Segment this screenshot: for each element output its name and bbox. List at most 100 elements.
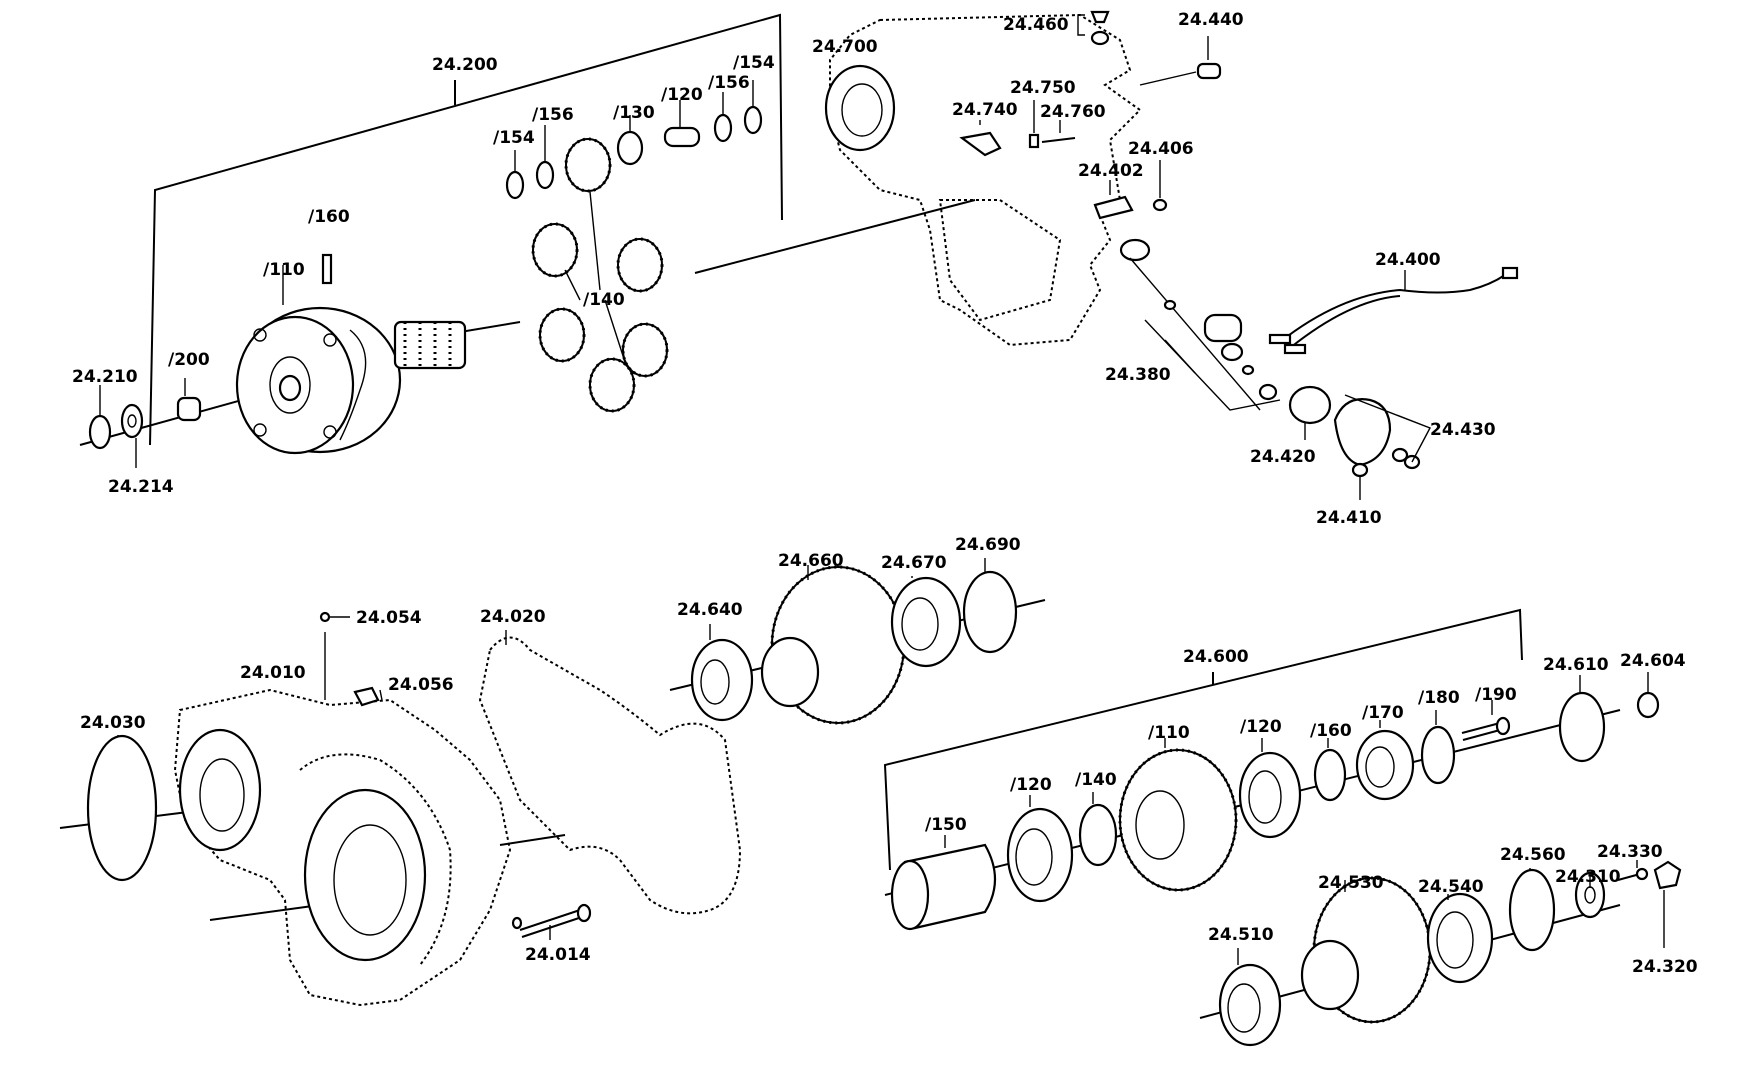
label-24380: 24.380 xyxy=(1105,365,1171,385)
leader-140b xyxy=(604,299,626,363)
label-110: /110 xyxy=(263,260,305,280)
label-140b: /140 xyxy=(1075,770,1117,790)
group-24600: 24.600 /150 /120 /140 /110 /120 /160 xyxy=(883,608,1686,931)
washer-154a xyxy=(505,170,525,200)
label-24510: 24.510 xyxy=(1208,925,1274,945)
label-180: /180 xyxy=(1418,688,1460,708)
washer-24380 xyxy=(1241,364,1255,376)
bearing-120b xyxy=(1238,751,1302,839)
bearing-170-inner xyxy=(1365,746,1395,788)
bearing-24510 xyxy=(1218,963,1282,1047)
label-24054: 24.054 xyxy=(356,608,422,628)
gear-110-teeth xyxy=(1118,748,1238,892)
bolt-190-b xyxy=(1462,729,1501,741)
oring-24420 xyxy=(1288,385,1332,425)
washer-24210 xyxy=(88,414,112,450)
housing-24010-front-bore-inner xyxy=(199,758,245,832)
bolt-190 xyxy=(1461,722,1501,734)
bearing-24540-inner xyxy=(1436,911,1474,969)
housing-24010-flange xyxy=(299,753,452,966)
cable-24400 xyxy=(1279,274,1506,343)
label-140: /140 xyxy=(583,290,625,310)
group-24010: 24.030 24.010 24.054 24.056 24.014 24.02… xyxy=(59,607,742,1007)
housing-24700-port xyxy=(1119,238,1151,262)
pin-160 xyxy=(321,253,333,285)
group-24700: 24.700 24.460 24.440 24.740 24.750 24.76… xyxy=(812,10,1519,528)
label-24540: 24.540 xyxy=(1418,877,1484,897)
plate-24320 xyxy=(1653,860,1682,890)
plug-24604 xyxy=(1636,691,1660,719)
label-154b: /154 xyxy=(733,53,775,73)
label-110b: /110 xyxy=(1148,723,1190,743)
axis-housing-c xyxy=(499,834,566,846)
axis-carrier-3 xyxy=(694,199,976,274)
ring-24560 xyxy=(1508,868,1556,952)
label-160: /160 xyxy=(308,207,350,227)
clip-24740 xyxy=(959,131,1002,157)
label-120b: /120 xyxy=(1240,717,1282,737)
sleeve-150-end xyxy=(890,859,930,931)
housing-24010-outline xyxy=(173,688,512,1007)
label-24014: 24.014 xyxy=(525,945,591,965)
housing-24700-bore xyxy=(824,64,896,152)
label-24610: 24.610 xyxy=(1543,655,1609,675)
label-24530: 24.530 xyxy=(1318,873,1384,893)
ring-180 xyxy=(1420,725,1456,785)
housing-24700-bore-inner xyxy=(841,83,883,137)
label-24030: 24.030 xyxy=(80,713,146,733)
label-24200: 24.200 xyxy=(432,55,498,75)
screw-24410 xyxy=(1351,462,1369,478)
plug-24460 xyxy=(1090,10,1110,24)
label-24670: 24.670 xyxy=(881,553,947,573)
bolt-24014-b xyxy=(521,916,583,938)
housing-24010-rear-bore-inner xyxy=(333,824,407,936)
label-24660: 24.660 xyxy=(778,551,844,571)
label-24460: 24.460 xyxy=(1003,15,1069,35)
label-24056: 24.056 xyxy=(388,675,454,695)
cover-24610 xyxy=(1558,691,1606,763)
pin-24440 xyxy=(1196,62,1222,80)
label-130: /130 xyxy=(613,103,655,123)
bearing-24510-inner xyxy=(1227,983,1261,1033)
leader-24380 xyxy=(1164,339,1196,374)
screw-24330-head xyxy=(1635,867,1649,881)
group-24660: 24.640 24.660 24.670 24.690 xyxy=(669,535,1046,725)
label-24330: 24.330 xyxy=(1597,842,1663,862)
label-24406: 24.406 xyxy=(1128,139,1194,159)
label-120: /120 xyxy=(661,85,703,105)
bearing-200 xyxy=(176,396,202,422)
group-24200: 24.200 24.210 24.214 /200 xyxy=(72,13,976,497)
label-150: /150 xyxy=(925,815,967,835)
bearing-24540 xyxy=(1426,892,1494,984)
housing-24010-rear-bore xyxy=(303,788,427,962)
connector-24400c xyxy=(1501,266,1519,280)
housing-24700-outline xyxy=(829,13,1142,347)
housing-24700-ribs xyxy=(938,199,1062,322)
label-24430: 24.430 xyxy=(1430,420,1496,440)
label-24640: 24.640 xyxy=(677,600,743,620)
gear-110-hub xyxy=(1135,790,1185,860)
planet-carrier-110 xyxy=(235,306,467,455)
connector-24400b xyxy=(1283,343,1307,355)
oring-24380 xyxy=(1163,299,1177,311)
cable-24400-b xyxy=(1289,295,1401,349)
label-24420: 24.420 xyxy=(1250,447,1316,467)
seal-24460 xyxy=(1090,30,1110,46)
axis-24440 xyxy=(1139,71,1197,86)
bracket-24430 xyxy=(1344,394,1431,463)
bolt-24014 xyxy=(519,909,581,931)
gear-24660-hub xyxy=(760,636,820,708)
bolt-190-head xyxy=(1495,716,1511,736)
leader-140a xyxy=(589,191,601,291)
label-160b: /160 xyxy=(1310,721,1352,741)
screw-24380 xyxy=(1258,383,1278,401)
housing-24010-front-bore xyxy=(178,728,262,852)
part-24750 xyxy=(1028,133,1040,149)
washer-156b xyxy=(713,113,733,143)
bearing-130 xyxy=(616,130,644,166)
label-190: /190 xyxy=(1475,685,1517,705)
label-24402: 24.402 xyxy=(1078,161,1144,181)
label-24410: 24.410 xyxy=(1316,508,1382,528)
label-24600: 24.600 xyxy=(1183,647,1249,667)
